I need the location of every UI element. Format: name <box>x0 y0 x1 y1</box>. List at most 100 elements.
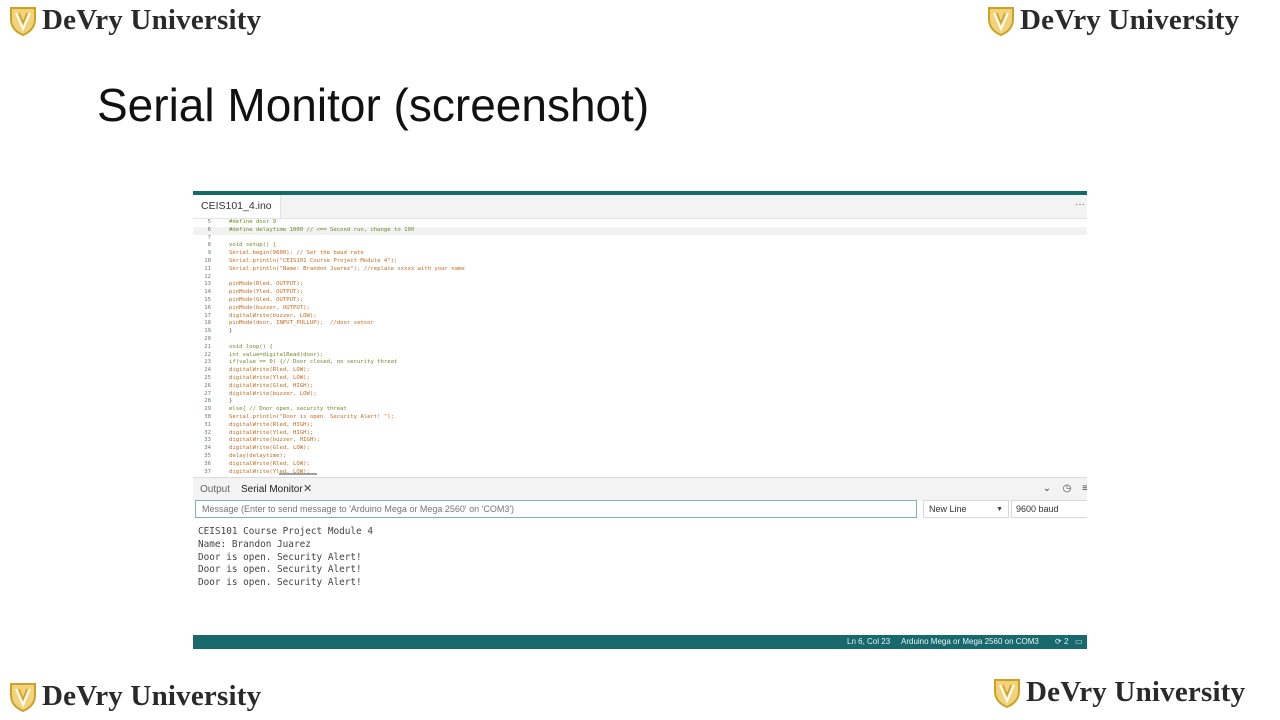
line-number: 24 <box>204 367 211 374</box>
code-line: 35 delay(delaytime); <box>193 453 1087 461</box>
code-text: pinMode(buzzer, OUTPUT); <box>229 304 310 311</box>
tab-output[interactable]: Output <box>200 484 231 495</box>
notification-count: 2 <box>1063 637 1069 646</box>
brand-name: DeVry University <box>42 680 262 712</box>
line-number: 7 <box>207 234 211 241</box>
ide-top-border <box>193 191 1087 195</box>
code-line: 12 <box>193 274 1087 282</box>
line-number: 31 <box>204 421 211 428</box>
slide-title: Serial Monitor (screenshot) <box>97 79 650 131</box>
code-text: pinMode(Yled, OUTPUT); <box>229 289 304 296</box>
line-ending-value: New Line <box>929 504 967 514</box>
baud-rate-select[interactable]: 9600 baud <box>1011 500 1087 518</box>
line-number: 35 <box>204 452 211 459</box>
code-line: 28} <box>193 398 1087 406</box>
line-number: 34 <box>204 445 211 452</box>
code-line: 9 Serial.begin(9600); // Set the baud rat… <box>193 250 1087 258</box>
chevron-down-icon[interactable]: ⌄ <box>1042 483 1052 494</box>
code-text: Serial.begin(9600); // Set the baud rate <box>229 250 364 257</box>
line-number: 17 <box>204 312 211 319</box>
cursor-position[interactable]: Ln 6, Col 23 <box>847 637 891 646</box>
line-number: 26 <box>204 382 211 389</box>
line-number: 25 <box>204 374 211 381</box>
code-text: Serial.println("Name: Brandon Juarez"); … <box>229 265 465 272</box>
code-text: delay(delaytime); <box>229 452 287 459</box>
code-text: pinMode(door, INPUT_PULLUP); //door sens… <box>229 320 374 327</box>
code-text: else{ // Door open, security threat <box>229 406 347 413</box>
code-line: 25 digitalWrite(Yled, LOW); <box>193 375 1087 383</box>
serial-output-line: Name: Brandon Juarez <box>198 538 311 550</box>
code-text: digitalWrite(buzzer, LOW); <box>229 390 317 397</box>
file-tab[interactable]: CEIS101_4.ino <box>193 195 281 218</box>
line-number: 9 <box>207 250 211 257</box>
code-text: digitalWrite(Yled, LOW); <box>229 468 310 475</box>
code-text: int value=digitalRead(door); <box>229 351 324 358</box>
editor-tab-bar: CEIS101_4.ino ··· <box>193 195 1087 219</box>
code-text: #define delaytime 1000 // <== Second run… <box>229 226 415 233</box>
tab-serial-monitor[interactable]: Serial Monitor <box>241 484 303 495</box>
code-text: digitalWrite(buzzer, HIGH); <box>229 437 320 444</box>
code-line: 16 pinMode(buzzer, OUTPUT); <box>193 305 1087 313</box>
message-row: New Line ▼ 9600 baud <box>193 500 1087 520</box>
message-input[interactable] <box>195 500 917 518</box>
code-line: 19} <box>193 328 1087 336</box>
code-line: 29 else{ // Door open, security threat <box>193 406 1087 414</box>
close-icon[interactable]: ✕ <box>303 483 313 495</box>
serial-output-line: Door is open. Security Alert! <box>198 564 362 576</box>
shield-icon <box>994 678 1020 708</box>
line-number: 30 <box>204 413 211 420</box>
devry-logo: DeVry University <box>8 4 261 37</box>
line-number: 12 <box>204 273 211 280</box>
notifications-status[interactable]: ⟳ 2 <box>1055 635 1068 649</box>
board-port-status[interactable]: Arduino Mega or Mega 2560 on COM3 <box>901 637 1039 646</box>
code-line: 31 digitalWrite(Rled, HIGH); <box>193 422 1087 430</box>
panel-toggle-icon[interactable]: ▭ <box>1075 637 1083 646</box>
line-number: 29 <box>204 406 211 413</box>
line-ending-select[interactable]: New Line ▼ <box>923 500 1009 518</box>
line-number: 15 <box>204 296 211 303</box>
more-options-icon[interactable]: ··· <box>1075 199 1085 210</box>
code-text: pinMode(Rled, OUTPUT); <box>229 281 304 288</box>
code-line: 24 digitalWrite(Rled, LOW); <box>193 367 1087 375</box>
line-number: 14 <box>204 289 211 296</box>
horizontal-scrollbar[interactable] <box>279 473 317 475</box>
code-line: 34 digitalWrite(Gled, LOW); <box>193 445 1087 453</box>
line-number: 10 <box>204 257 211 264</box>
line-number: 33 <box>204 437 211 444</box>
code-text: Serial.println("CEIS101 Course Project M… <box>229 257 398 264</box>
code-text: digitalWrite(Gled, HIGH); <box>229 382 314 389</box>
timestamp-toggle-icon[interactable]: ◷ <box>1062 483 1072 494</box>
line-number: 8 <box>207 242 211 249</box>
baud-rate-value: 9600 baud <box>1016 504 1059 514</box>
code-line: 5#define door 9 <box>193 219 1087 227</box>
serial-output-line: CEIS101 Course Project Module 4 <box>198 526 373 537</box>
line-number: 32 <box>204 429 211 436</box>
devry-logo: DeVry University <box>8 680 261 713</box>
shield-icon <box>10 682 36 712</box>
bottom-panel-tabs: Output Serial Monitor ✕ ⌄ ◷ ≡ <box>193 477 1087 501</box>
clear-output-icon[interactable]: ≡ <box>1082 483 1087 494</box>
serial-output-line: Door is open. Security Alert! <box>198 577 362 589</box>
shield-icon <box>10 6 36 36</box>
line-number: 37 <box>204 468 211 475</box>
code-text: digitalWrite(Rled, HIGH); <box>229 421 314 428</box>
code-text: } <box>229 328 233 335</box>
line-number: 16 <box>204 304 211 311</box>
code-text: digitalWrite(Yled, LOW); <box>229 374 310 381</box>
code-line: 33 digitalWrite(buzzer, HIGH); <box>193 437 1087 445</box>
code-text: digitalWrite(Rled, LOW); <box>229 367 310 374</box>
code-text: digitalWrite(Gled, LOW); <box>229 445 310 452</box>
chevron-down-icon: ▼ <box>996 506 1003 513</box>
